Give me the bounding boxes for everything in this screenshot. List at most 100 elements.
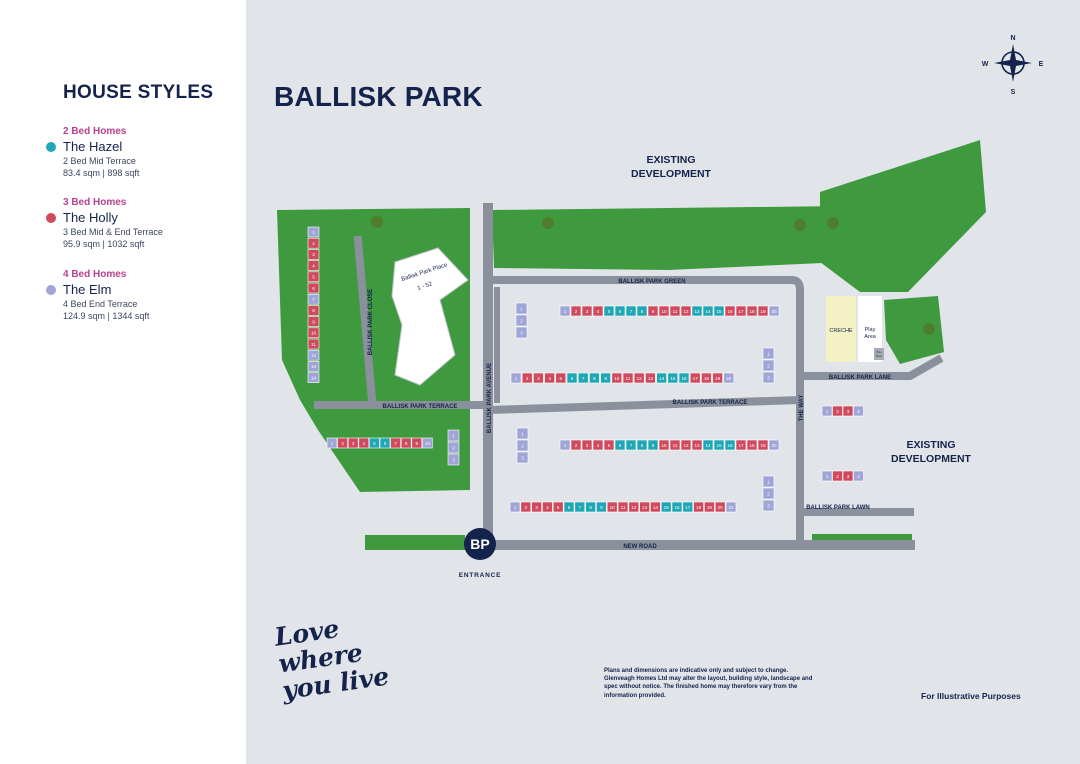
house-plot[interactable] (658, 305, 670, 317)
house-plot[interactable] (832, 405, 843, 417)
house-plot[interactable] (702, 305, 714, 317)
house-plot[interactable] (768, 439, 780, 451)
house-plot[interactable] (724, 305, 736, 317)
house-plot[interactable] (645, 372, 656, 384)
house-plot[interactable] (307, 305, 320, 316)
house-plot[interactable] (307, 260, 320, 271)
house-plot[interactable] (570, 439, 582, 451)
house-plot[interactable] (821, 405, 833, 417)
house-plot[interactable] (714, 501, 726, 513)
house-plot[interactable] (680, 305, 692, 317)
house-plot[interactable] (307, 249, 320, 260)
house-plot[interactable] (566, 372, 578, 384)
house-plot[interactable] (563, 501, 575, 513)
house-plot[interactable] (680, 439, 692, 451)
house-plot[interactable] (603, 305, 615, 317)
house-plot[interactable] (660, 501, 672, 513)
house-plot[interactable] (515, 326, 528, 339)
house-plot[interactable] (533, 372, 544, 384)
house-plot[interactable] (702, 439, 714, 451)
house-plot[interactable] (307, 237, 320, 249)
house-plot[interactable] (628, 501, 640, 513)
house-plot[interactable] (592, 439, 604, 451)
house-plot[interactable] (762, 475, 775, 488)
house-plot[interactable] (724, 439, 736, 451)
house-plot[interactable] (725, 501, 737, 513)
house-plot[interactable] (574, 501, 586, 513)
house-plot[interactable] (447, 441, 460, 454)
house-plot[interactable] (515, 314, 528, 327)
house-plot[interactable] (337, 437, 348, 449)
house-plot[interactable] (614, 305, 626, 317)
house-plot[interactable] (712, 372, 723, 384)
house-plot[interactable] (516, 427, 529, 440)
house-plot[interactable] (307, 316, 320, 327)
house-plot[interactable] (447, 453, 460, 466)
house-plot[interactable] (689, 372, 701, 384)
house-plot[interactable] (447, 429, 460, 442)
house-style-elm[interactable]: 4 Bed Homes The Elm 4 Bed End Terrace 12… (46, 268, 241, 322)
house-plot[interactable] (510, 372, 522, 384)
house-plot[interactable] (379, 437, 391, 449)
house-plot[interactable] (678, 372, 690, 384)
house-plot[interactable] (542, 501, 553, 513)
house-plot[interactable] (606, 501, 618, 513)
house-plot[interactable] (762, 371, 775, 384)
house-plot[interactable] (625, 439, 637, 451)
house-plot[interactable] (757, 439, 769, 451)
house-plot[interactable] (832, 470, 843, 482)
house-plot[interactable] (555, 372, 567, 384)
house-plot[interactable] (682, 501, 694, 513)
house-plot[interactable] (636, 305, 648, 317)
house-plot[interactable] (611, 372, 623, 384)
house-plot[interactable] (369, 437, 380, 449)
house-plot[interactable] (762, 347, 775, 360)
house-plot[interactable] (559, 305, 571, 317)
house-plot[interactable] (390, 437, 401, 449)
house-plot[interactable] (509, 501, 521, 513)
house-plot[interactable] (592, 305, 604, 317)
house-plot[interactable] (636, 439, 648, 451)
house-plot[interactable] (693, 501, 704, 513)
house-plot[interactable] (633, 372, 645, 384)
house-plot[interactable] (596, 501, 607, 513)
house-plot[interactable] (307, 271, 320, 283)
house-plot[interactable] (307, 327, 320, 339)
house-plot[interactable] (307, 282, 320, 294)
house-plot[interactable] (691, 305, 703, 317)
house-plot[interactable] (617, 501, 629, 513)
house-plot[interactable] (307, 349, 320, 361)
house-plot[interactable] (701, 372, 712, 384)
house-plot[interactable] (704, 501, 715, 513)
house-plot[interactable] (746, 439, 758, 451)
house-plot[interactable] (639, 501, 650, 513)
house-plot[interactable] (669, 439, 681, 451)
house-plot[interactable] (842, 470, 854, 482)
house-plot[interactable] (531, 501, 542, 513)
house-plot[interactable] (326, 437, 338, 449)
house-plot[interactable] (307, 338, 320, 350)
house-plot[interactable] (735, 305, 747, 317)
house-style-holly[interactable]: 3 Bed Homes The Holly 3 Bed Mid & End Te… (46, 196, 241, 250)
house-plot[interactable] (307, 361, 320, 372)
house-plot[interactable] (762, 359, 775, 372)
house-plot[interactable] (581, 439, 593, 451)
house-plot[interactable] (544, 372, 555, 384)
house-plot[interactable] (422, 437, 433, 449)
house-plot[interactable] (713, 305, 725, 317)
house-plot[interactable] (585, 501, 596, 513)
house-plot[interactable] (552, 501, 564, 513)
house-plot[interactable] (658, 439, 670, 451)
house-plot[interactable] (691, 439, 703, 451)
house-plot[interactable] (581, 305, 593, 317)
house-plot[interactable] (735, 439, 747, 451)
house-plot[interactable] (647, 305, 659, 317)
house-plot[interactable] (762, 499, 775, 512)
house-plot[interactable] (570, 305, 582, 317)
house-plot[interactable] (603, 439, 615, 451)
house-plot[interactable] (600, 372, 611, 384)
house-plot[interactable] (411, 437, 423, 449)
house-plot[interactable] (723, 372, 735, 384)
house-plot[interactable] (842, 405, 854, 417)
